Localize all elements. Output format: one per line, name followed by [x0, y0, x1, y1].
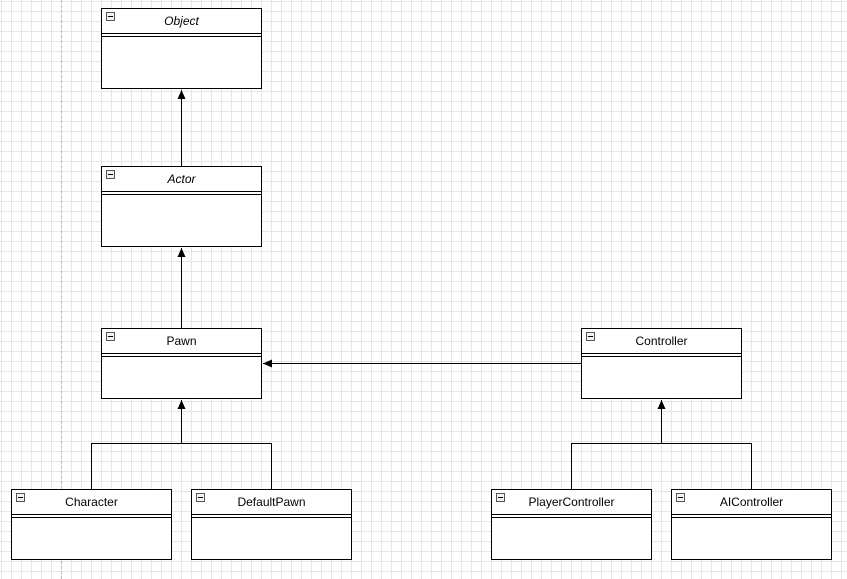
class-playercontroller[interactable]: PlayerController — [491, 489, 652, 560]
class-pawn-name: Pawn — [166, 334, 197, 348]
collapse-icon[interactable] — [16, 493, 25, 502]
class-character[interactable]: Character — [11, 489, 172, 560]
class-actor-name: Actor — [167, 172, 196, 186]
edge-defaultpawn-to-pawn[interactable] — [181, 443, 272, 490]
class-actor-attributes[interactable] — [102, 192, 261, 195]
class-defaultpawn-attributes[interactable] — [192, 515, 351, 518]
class-aicontroller-attributes[interactable] — [672, 515, 831, 518]
class-actor-header[interactable]: Actor — [102, 167, 261, 192]
class-defaultpawn-name: DefaultPawn — [237, 495, 306, 509]
collapse-icon[interactable] — [106, 170, 115, 179]
class-aicontroller-header[interactable]: AIController — [672, 490, 831, 515]
class-pawn-header[interactable]: Pawn — [102, 329, 261, 354]
collapse-icon[interactable] — [586, 332, 595, 341]
class-character-header[interactable]: Character — [12, 490, 171, 515]
class-object-header[interactable]: Object — [102, 9, 261, 34]
class-controller-header[interactable]: Controller — [582, 329, 741, 354]
class-defaultpawn[interactable]: DefaultPawn — [191, 489, 352, 560]
class-controller[interactable]: Controller — [581, 328, 742, 399]
edge-character-to-pawn[interactable] — [91, 400, 186, 489]
class-object-attributes[interactable] — [102, 34, 261, 37]
collapse-icon[interactable] — [676, 493, 685, 502]
class-aicontroller[interactable]: AIController — [671, 489, 832, 560]
class-actor[interactable]: Actor — [101, 166, 262, 247]
collapse-icon[interactable] — [196, 493, 205, 502]
class-character-attributes[interactable] — [12, 515, 171, 518]
class-aicontroller-name: AIController — [719, 495, 784, 509]
class-controller-name: Controller — [635, 334, 688, 348]
edge-aicontroller-to-controller[interactable] — [661, 443, 752, 490]
page-boundary-guide — [61, 0, 62, 579]
class-controller-attributes[interactable] — [582, 354, 741, 357]
class-pawn-attributes[interactable] — [102, 354, 261, 357]
class-defaultpawn-header[interactable]: DefaultPawn — [192, 490, 351, 515]
class-character-name: Character — [65, 495, 118, 509]
class-playercontroller-header[interactable]: PlayerController — [492, 490, 651, 515]
class-playercontroller-name: PlayerController — [528, 495, 615, 509]
class-object[interactable]: Object — [101, 8, 262, 89]
collapse-icon[interactable] — [106, 332, 115, 341]
class-pawn[interactable]: Pawn — [101, 328, 262, 399]
class-playercontroller-attributes[interactable] — [492, 515, 651, 518]
collapse-icon[interactable] — [106, 12, 115, 21]
collapse-icon[interactable] — [496, 493, 505, 502]
class-object-name: Object — [164, 14, 199, 28]
edge-playercontroller-to-controller[interactable] — [571, 400, 666, 489]
